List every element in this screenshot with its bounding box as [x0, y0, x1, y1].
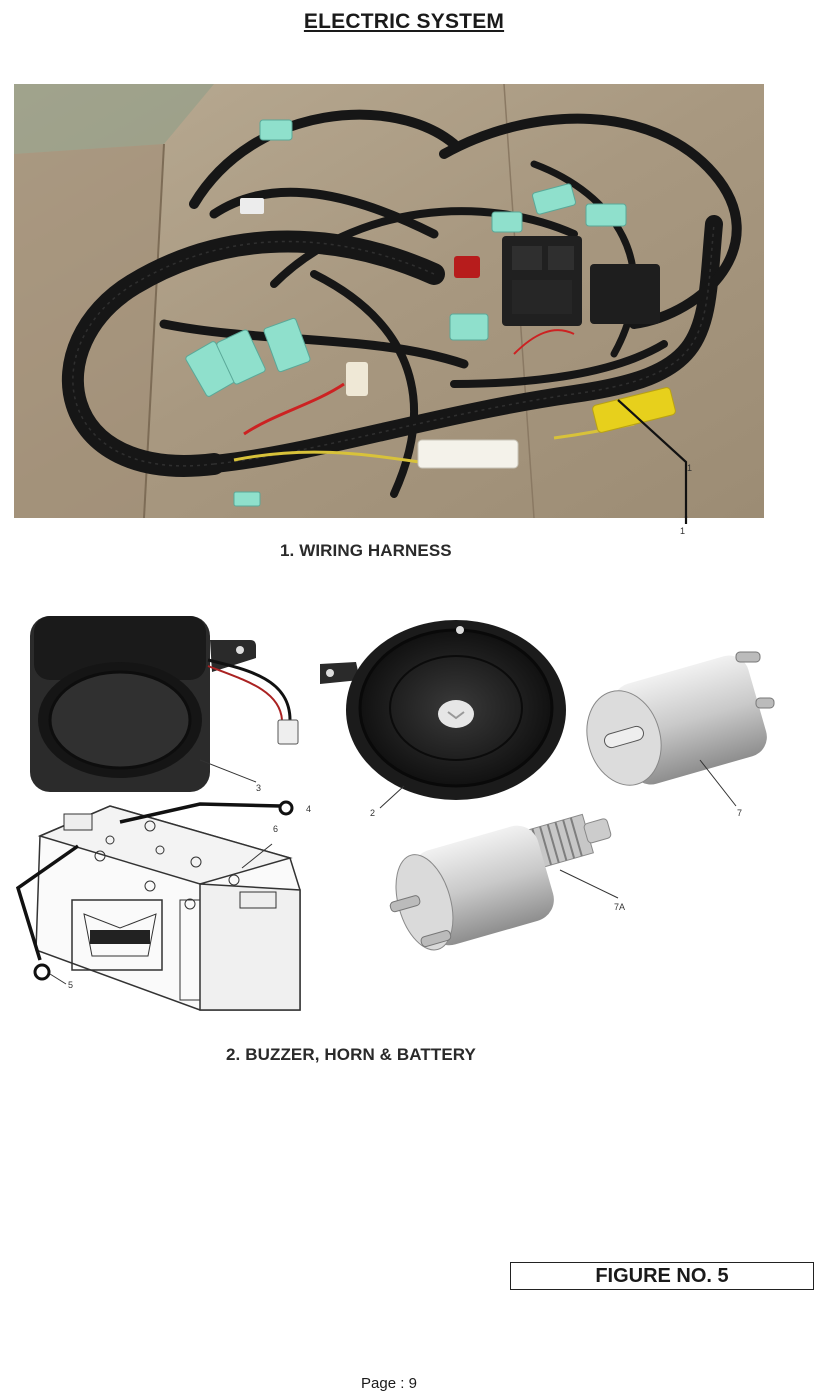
buzzer-horn-battery-caption: 2. BUZZER, HORN & BATTERY [226, 1045, 476, 1064]
buzzer-callout: 3 [256, 783, 261, 793]
page-title: ELECTRIC SYSTEM [303, 10, 505, 33]
wiring-harness-caption: 1. WIRING HARNESS [280, 541, 452, 560]
battery-callout: 6 [273, 824, 278, 834]
buzzer-drawing: 3 [30, 616, 299, 793]
harness-callout-2: 1 [680, 526, 685, 536]
harness-callout-1: 1 [687, 463, 692, 473]
motor-7a-callout: 7A [614, 902, 625, 912]
battery-drawing: 4 6 5 [15, 800, 311, 1011]
battery-negative-callout: 5 [68, 980, 73, 990]
wiring-harness-photo: 1 [14, 84, 764, 518]
motor-7a-drawing: 7A [389, 813, 625, 951]
figure-number-label: FIGURE NO. 5 [510, 1262, 814, 1290]
motor-7-drawing: 7 [586, 651, 775, 818]
motor-7-callout: 7 [737, 808, 742, 818]
buzzer-horn-battery-illustration: 3 2 7 [15, 616, 775, 1011]
page-number: Page : 9 [361, 1375, 417, 1392]
wiring-harness-illustration: 1 [14, 84, 764, 518]
battery-positive-callout: 4 [306, 804, 311, 814]
horn-callout: 2 [370, 808, 375, 818]
harness-callout-leader: 1 [680, 516, 688, 536]
horn-drawing: 2 [320, 620, 566, 818]
